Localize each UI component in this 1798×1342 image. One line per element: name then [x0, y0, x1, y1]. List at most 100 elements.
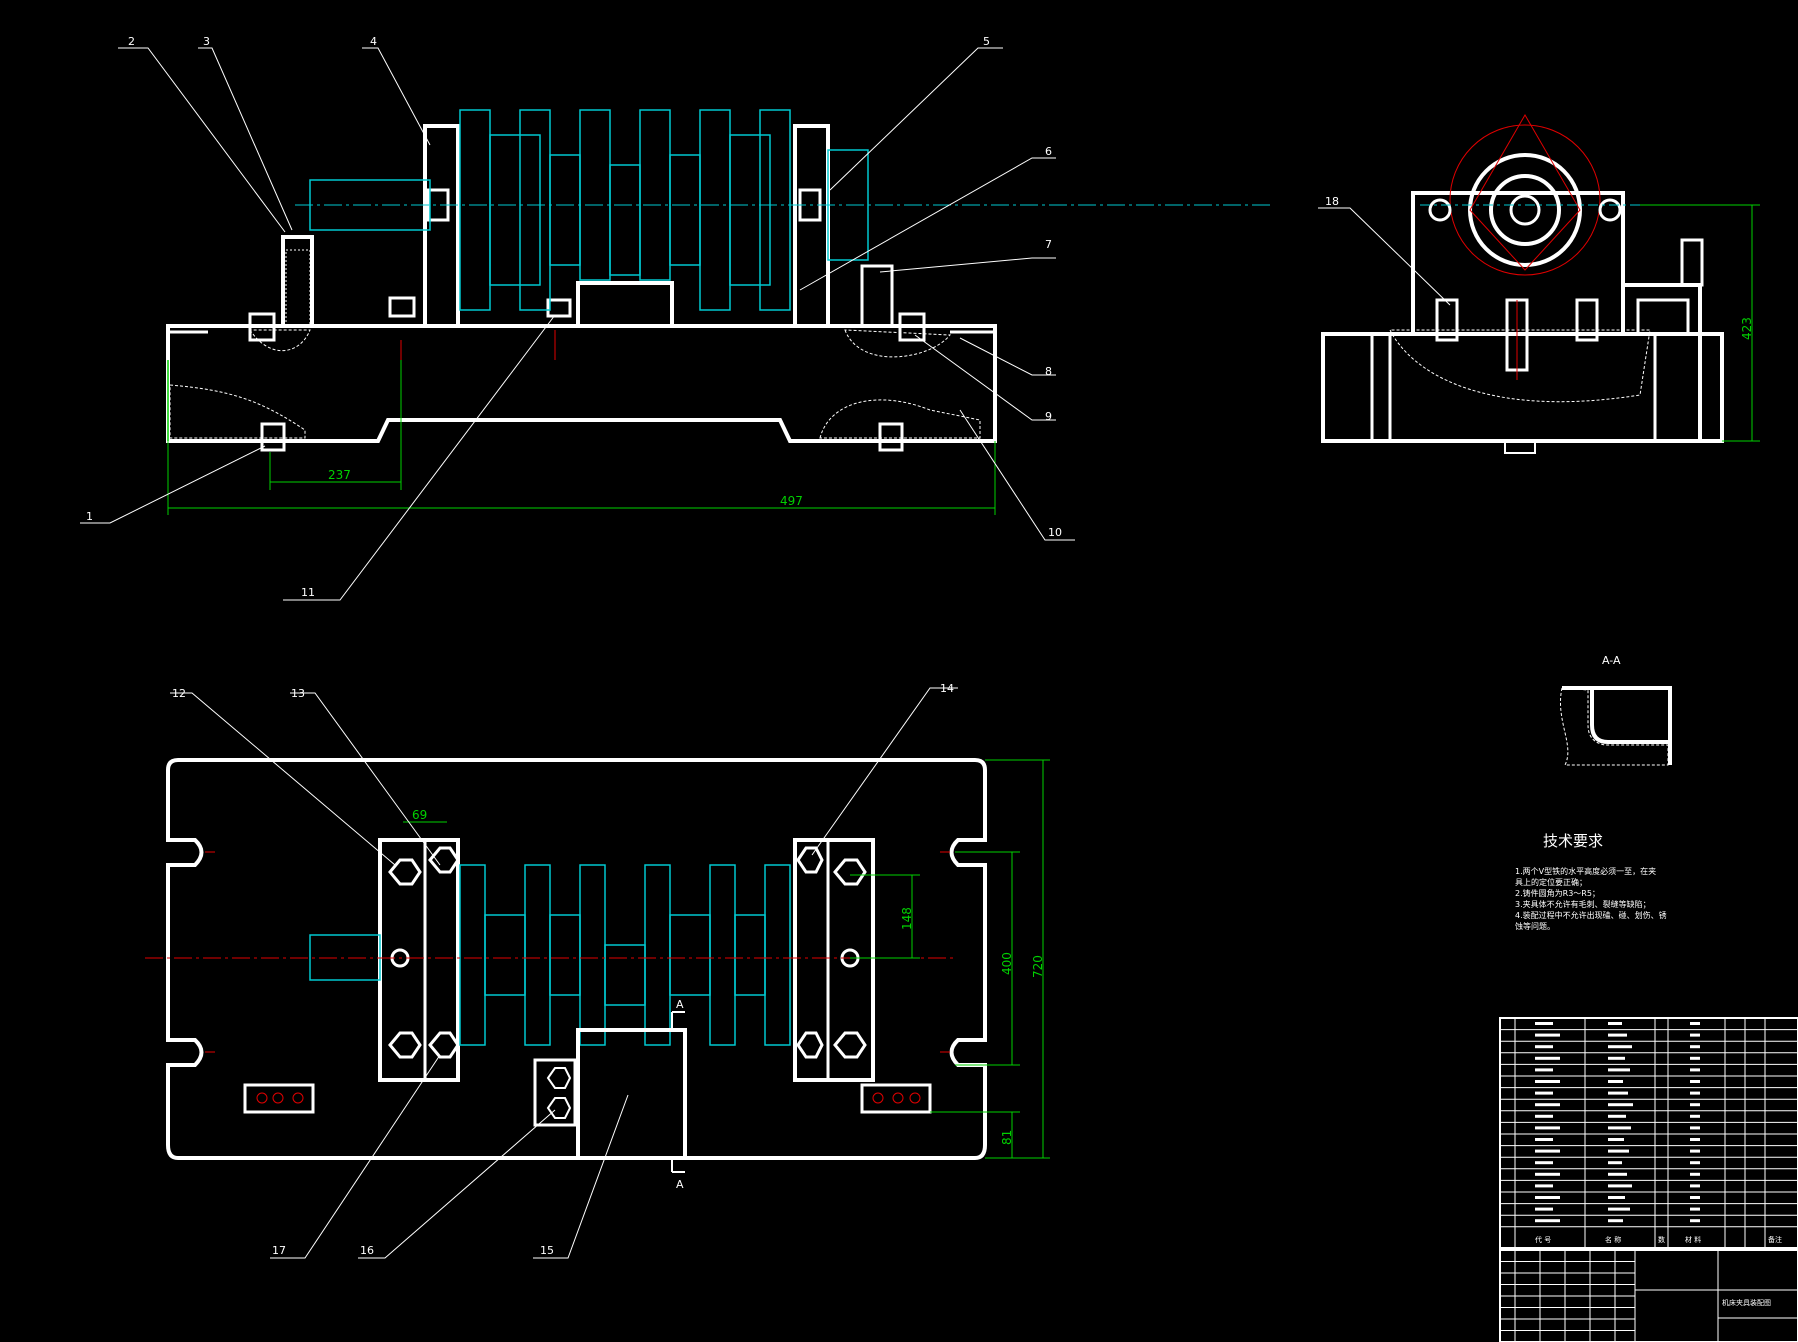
parts-name-bar — [1608, 1045, 1632, 1049]
parts-code-bar — [1535, 1149, 1560, 1153]
parts-name-bar — [1608, 1219, 1623, 1223]
callout-16: 16 — [360, 1244, 374, 1257]
parts-material-bar — [1690, 1219, 1700, 1223]
callout-6: 6 — [1045, 145, 1052, 158]
parts-material-bar — [1690, 1207, 1700, 1211]
parts-name-bar — [1608, 1080, 1623, 1083]
note-line-1: 1.两个V型铁的水平高度必须一至，在夹 — [1515, 866, 1656, 876]
parts-list: 代 号 名 称 数 材 料 备注 — [1499, 1017, 1798, 1249]
parts-name-bar — [1608, 1149, 1629, 1153]
parts-name-bar — [1608, 1056, 1625, 1060]
section-mark-bottom: A — [676, 1178, 684, 1191]
parts-code-bar — [1535, 1184, 1553, 1188]
callout-14: 14 — [940, 682, 954, 695]
parts-code-bar — [1535, 1172, 1560, 1176]
parts-material-bar — [1690, 1138, 1700, 1141]
callout-5: 5 — [983, 35, 990, 48]
section-aa: A-A — [1560, 654, 1672, 766]
callout-4: 4 — [370, 35, 377, 48]
parts-code-bar — [1535, 1033, 1560, 1037]
callout-11: 11 — [301, 586, 315, 599]
parts-material-bar — [1690, 1172, 1700, 1176]
dim-148: 148 — [900, 907, 914, 930]
note-line-2: 具上的定位要正确； — [1515, 877, 1587, 887]
technical-requirements: 技术要求 1.两个V型铁的水平高度必须一至，在夹 具上的定位要正确； 2.铸件圆… — [1515, 832, 1667, 931]
parts-material-bar — [1690, 1068, 1700, 1072]
dim-497: 497 — [780, 494, 803, 508]
section-mark-top: A — [676, 998, 684, 1011]
dim-720: 720 — [1031, 955, 1045, 978]
parts-material-bar — [1690, 1080, 1700, 1083]
parts-material-bar — [1690, 1149, 1700, 1153]
callout-8: 8 — [1045, 365, 1052, 378]
parts-name-bar — [1608, 1126, 1631, 1130]
dim-81: 81 — [1000, 1130, 1014, 1145]
callout-1: 1 — [86, 510, 93, 523]
callout-10: 10 — [1048, 526, 1062, 539]
callout-17: 17 — [272, 1244, 286, 1257]
parts-name-bar — [1608, 1114, 1626, 1118]
parts-code-bar — [1535, 1056, 1560, 1060]
parts-name-bar — [1608, 1184, 1632, 1188]
side-view: 423 18 — [1318, 114, 1760, 454]
title-block: 机床夹具装配图 — [1499, 1249, 1798, 1342]
dim-423: 423 — [1740, 317, 1754, 340]
parts-code-bar — [1535, 1161, 1553, 1165]
callout-3: 3 — [203, 35, 210, 48]
parts-name-bar — [1608, 1172, 1627, 1176]
callout-12: 12 — [172, 687, 186, 700]
parts-code-bar — [1535, 1126, 1560, 1130]
dim-237: 237 — [328, 468, 351, 482]
col-material: 材 料 — [1685, 1235, 1701, 1244]
parts-code-bar — [1535, 1091, 1553, 1095]
callout-13: 13 — [291, 687, 305, 700]
callout-2: 2 — [128, 35, 135, 48]
parts-material-bar — [1690, 1103, 1700, 1107]
parts-material-bar — [1690, 1184, 1700, 1188]
front-view-leaders: 2 3 4 5 6 7 8 9 10 1 11 — [80, 35, 1075, 601]
parts-name-bar — [1608, 1207, 1630, 1211]
callout-18: 18 — [1325, 195, 1339, 208]
parts-name-bar — [1608, 1196, 1625, 1199]
parts-name-bar — [1608, 1091, 1628, 1095]
parts-code-bar — [1535, 1196, 1560, 1199]
parts-code-bar — [1535, 1114, 1553, 1118]
parts-code-bar — [1535, 1219, 1560, 1223]
drawing-title: 机床夹具装配图 — [1722, 1298, 1771, 1307]
col-remark: 备注 — [1768, 1235, 1782, 1244]
parts-material-bar — [1690, 1126, 1700, 1130]
parts-material-bar — [1690, 1091, 1700, 1095]
front-view: 237 497 — [166, 109, 1270, 515]
parts-material-bar — [1690, 1196, 1700, 1199]
callout-7: 7 — [1045, 238, 1052, 251]
parts-code-bar — [1535, 1207, 1553, 1211]
col-qty: 数 — [1658, 1235, 1665, 1244]
top-view: A A 69 148 400 720 81 — [145, 758, 1050, 1191]
parts-name-bar — [1608, 1022, 1622, 1025]
top-view-leaders: 12 13 14 17 16 15 — [170, 682, 958, 1259]
parts-material-bar — [1690, 1033, 1700, 1037]
col-name: 名 称 — [1605, 1235, 1621, 1244]
parts-code-bar — [1535, 1103, 1560, 1107]
parts-name-bar — [1608, 1161, 1622, 1165]
parts-name-bar — [1608, 1033, 1627, 1037]
parts-code-bar — [1535, 1068, 1553, 1072]
parts-name-bar — [1608, 1068, 1630, 1072]
notes-title: 技术要求 — [1543, 832, 1603, 850]
section-label: A-A — [1602, 654, 1621, 667]
dim-400: 400 — [1000, 952, 1014, 975]
callout-15: 15 — [540, 1244, 554, 1257]
parts-code-bar — [1535, 1045, 1553, 1049]
parts-material-bar — [1690, 1022, 1700, 1025]
note-line-3: 2.铸件圆角为R3～R5； — [1515, 888, 1600, 898]
dim-69: 69 — [412, 808, 427, 822]
note-line-5: 4.装配过程中不允许出现磕、碰、划伤、锈 — [1515, 910, 1667, 920]
parts-code-bar — [1535, 1138, 1553, 1141]
col-code: 代 号 — [1535, 1235, 1551, 1244]
parts-material-bar — [1690, 1045, 1700, 1049]
callout-9: 9 — [1045, 410, 1052, 423]
parts-code-bar — [1535, 1022, 1553, 1025]
parts-name-bar — [1608, 1138, 1624, 1141]
parts-material-bar — [1690, 1114, 1700, 1118]
